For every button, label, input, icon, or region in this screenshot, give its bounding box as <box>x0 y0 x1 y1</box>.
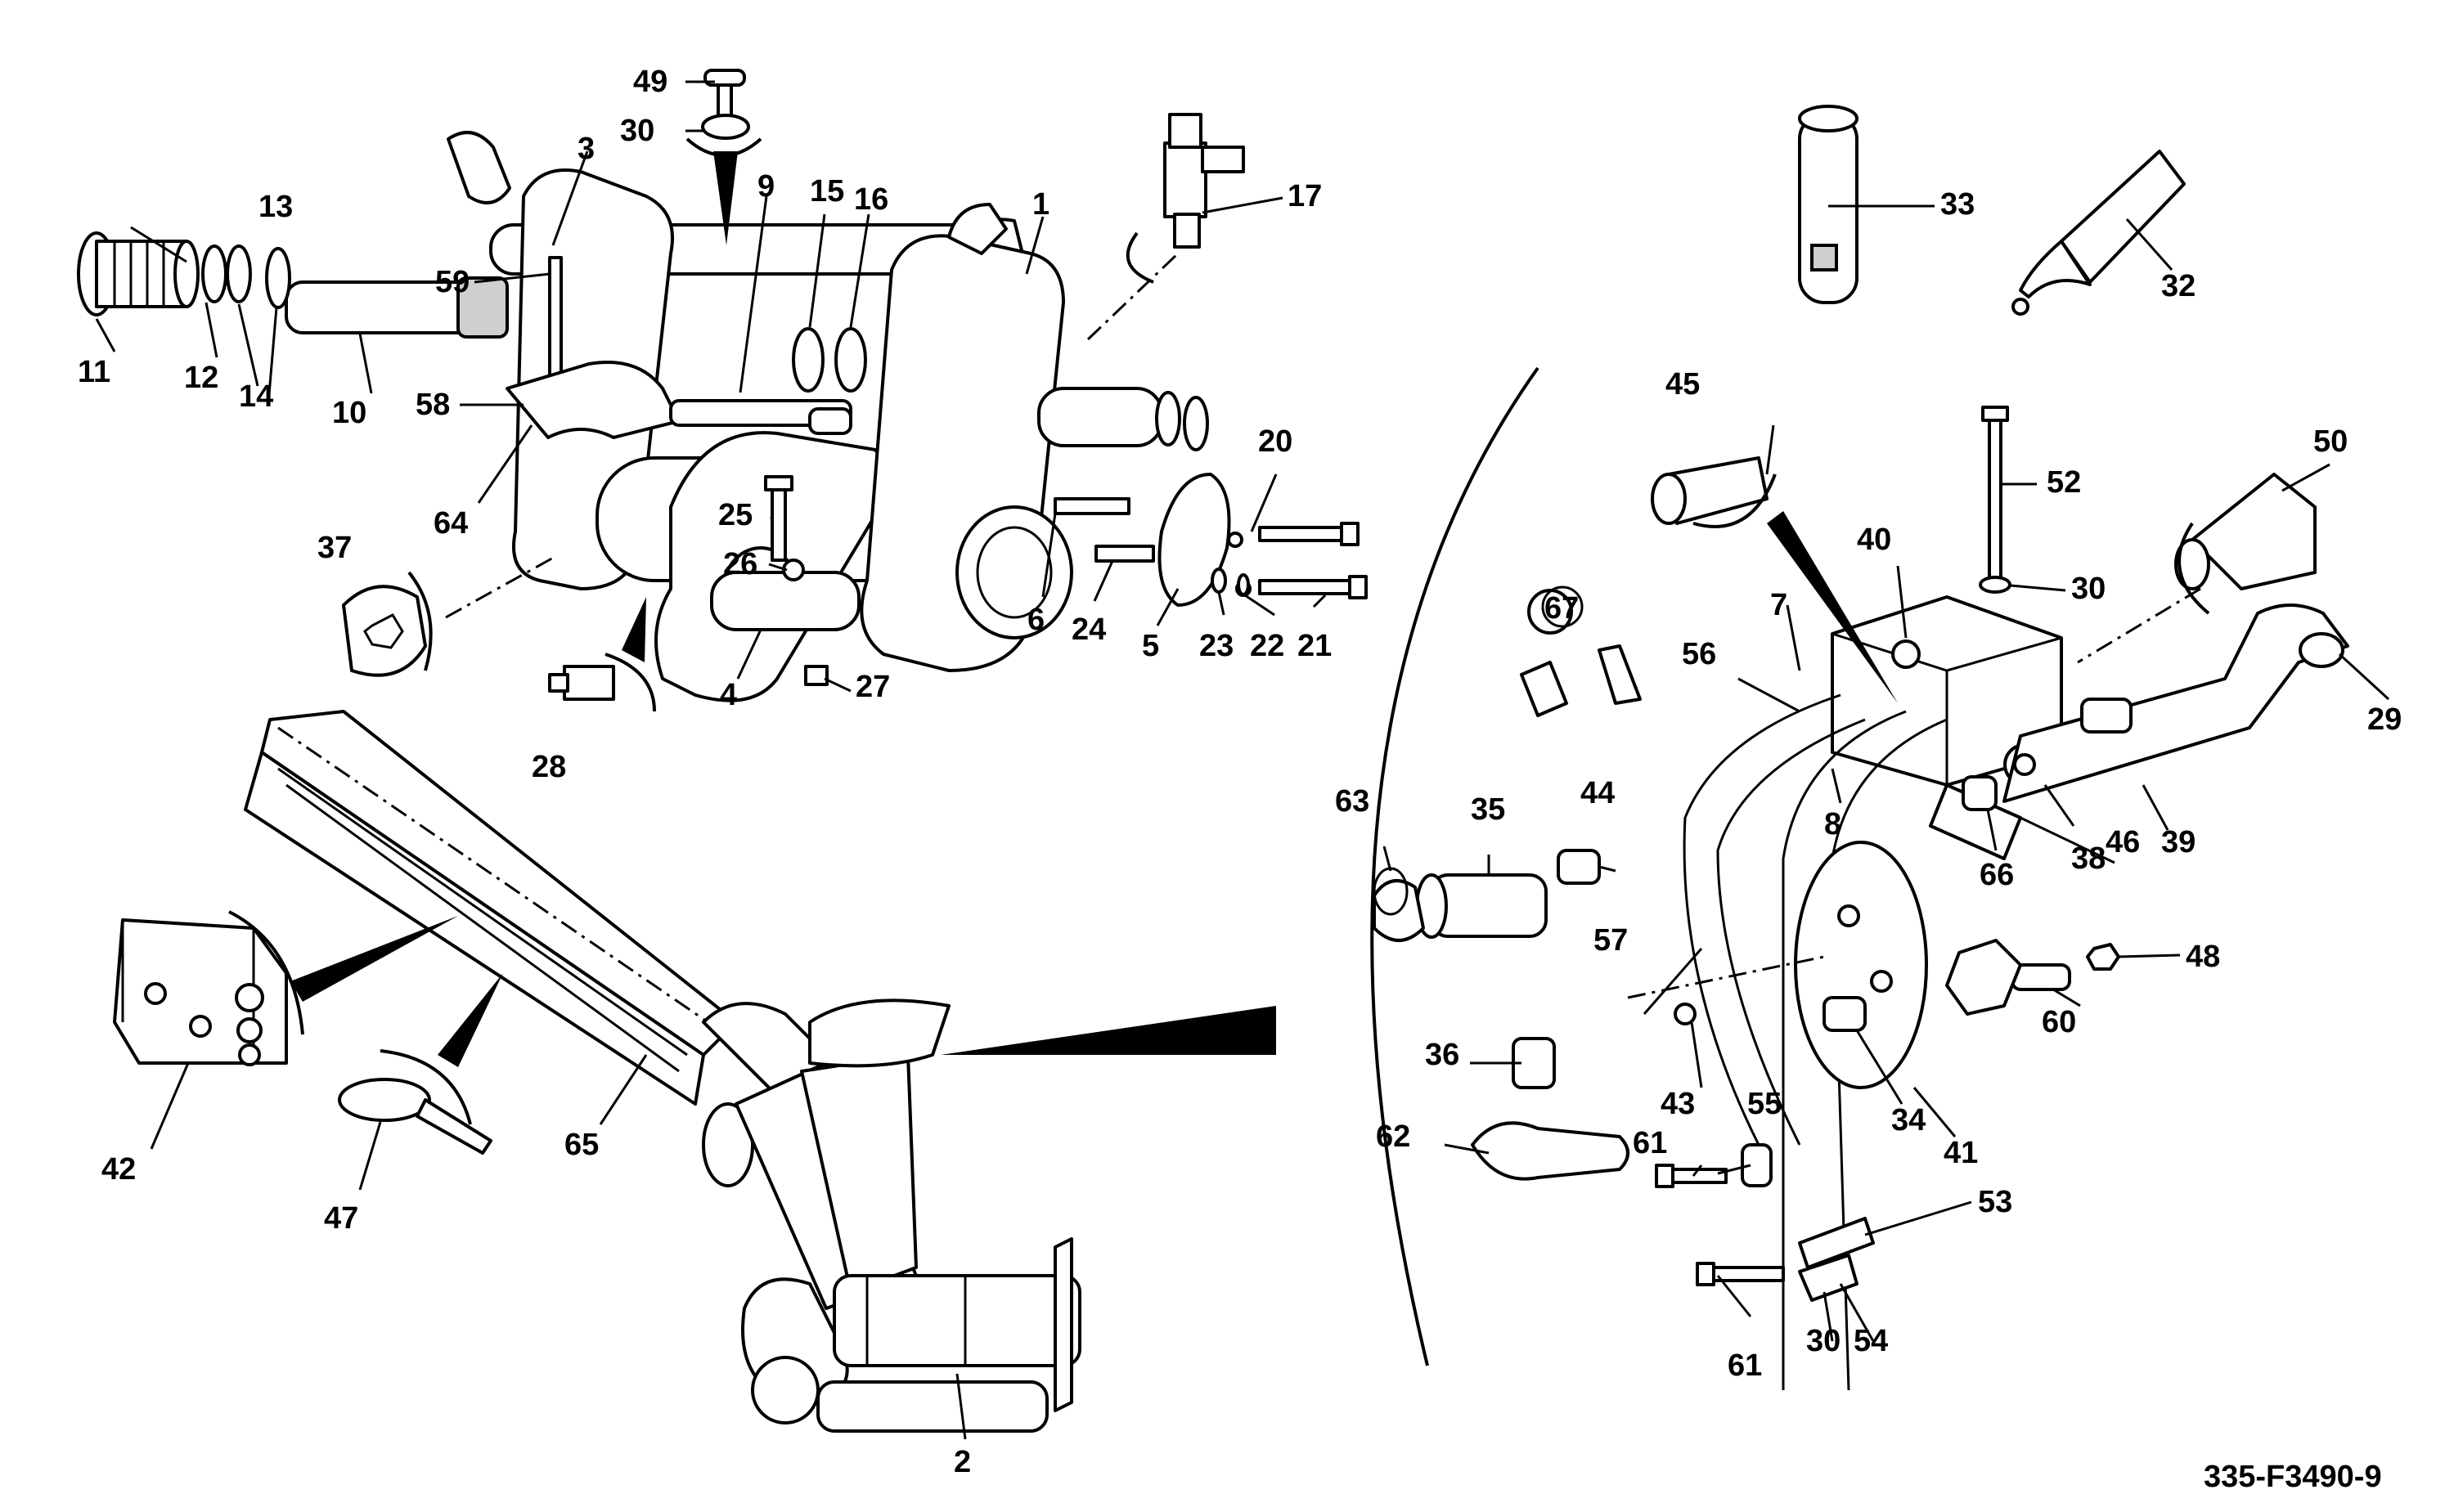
callout-34: 34 <box>1891 1103 1926 1137</box>
callout-35: 35 <box>1471 792 1505 827</box>
callout-20: 20 <box>1258 424 1292 459</box>
callout-7: 7 <box>1770 588 1787 622</box>
callout-27: 27 <box>856 670 890 704</box>
boom-assembly <box>113 710 1081 1440</box>
callout-21: 21 <box>1297 629 1332 663</box>
callout-66: 66 <box>1980 858 2014 892</box>
callout-48: 48 <box>2186 940 2220 974</box>
callout-1: 1 <box>1032 187 1049 222</box>
callout-46: 46 <box>2106 825 2140 859</box>
supplies <box>1798 105 2186 316</box>
valve-detail <box>941 366 2390 1391</box>
callout-61-upper: 61 <box>1633 1126 1667 1160</box>
callout-6: 6 <box>1027 603 1045 637</box>
callout-57: 57 <box>1593 923 1628 958</box>
callout-50: 50 <box>2313 424 2348 459</box>
callout-29: 29 <box>2367 702 2402 737</box>
callout-41: 41 <box>1944 1136 1978 1170</box>
callout-38: 38 <box>2071 841 2106 876</box>
callout-45: 45 <box>1665 367 1700 402</box>
callout-24: 24 <box>1072 612 1106 647</box>
callout-54: 54 <box>1854 1324 1888 1358</box>
callout-13: 13 <box>258 190 293 224</box>
callout-15: 15 <box>810 174 844 209</box>
callout-52: 52 <box>2047 465 2081 500</box>
callout-16: 16 <box>854 182 888 217</box>
callout-14: 14 <box>239 379 273 414</box>
callout-55: 55 <box>1747 1087 1782 1121</box>
callout-4: 4 <box>720 678 737 712</box>
callout-62: 62 <box>1376 1119 1410 1154</box>
callout-42: 42 <box>101 1152 136 1187</box>
callout-67: 67 <box>1544 591 1579 626</box>
callout-64: 64 <box>434 506 468 541</box>
callout-65: 65 <box>564 1128 599 1162</box>
wear-pad-42 <box>113 918 288 1066</box>
callout-49: 49 <box>633 65 667 99</box>
callout-2: 2 <box>954 1445 971 1479</box>
callout-12: 12 <box>184 361 218 395</box>
callout-labels: 1 2 3 4 5 6 7 8 9 10 11 12 13 14 15 16 1… <box>78 65 2402 1494</box>
callout-23: 23 <box>1199 629 1234 663</box>
callout-3: 3 <box>578 132 595 166</box>
callout-17: 17 <box>1288 179 1322 213</box>
callout-28: 28 <box>532 750 566 784</box>
callout-26: 26 <box>723 547 757 581</box>
callout-53: 53 <box>1978 1185 2012 1219</box>
callout-67-circle <box>1541 586 1584 628</box>
callout-30-lower: 30 <box>1806 1324 1841 1358</box>
callout-11: 11 <box>78 355 110 389</box>
callout-47: 47 <box>324 1201 358 1236</box>
callout-30-upper: 30 <box>620 114 654 148</box>
callout-10: 10 <box>332 396 366 430</box>
callout-25: 25 <box>718 498 753 532</box>
callout-30-valve: 30 <box>2071 572 2106 606</box>
callout-43: 43 <box>1661 1087 1695 1121</box>
callout-39: 39 <box>2161 825 2196 859</box>
callout-60: 60 <box>2042 1005 2076 1039</box>
callout-63: 63 <box>1335 784 1369 819</box>
figure-id: 335-F3490-9 <box>2204 1460 2382 1494</box>
callout-37: 37 <box>317 531 352 565</box>
callout-40: 40 <box>1857 523 1891 557</box>
callout-61-lower: 61 <box>1728 1348 1762 1383</box>
callout-22: 22 <box>1250 629 1284 663</box>
callout-5: 5 <box>1142 629 1159 663</box>
callout-58: 58 <box>416 388 450 422</box>
callout-32: 32 <box>2161 269 2196 303</box>
callout-8: 8 <box>1824 807 1841 841</box>
rotator-assembly <box>77 69 1368 712</box>
callout-33: 33 <box>1940 187 1975 222</box>
callout-44: 44 <box>1580 776 1615 810</box>
callout-9: 9 <box>757 169 775 204</box>
callout-59: 59 <box>435 265 470 299</box>
callout-56: 56 <box>1682 637 1716 671</box>
callout-36: 36 <box>1425 1038 1459 1072</box>
cable-tie-47 <box>338 1078 492 1155</box>
